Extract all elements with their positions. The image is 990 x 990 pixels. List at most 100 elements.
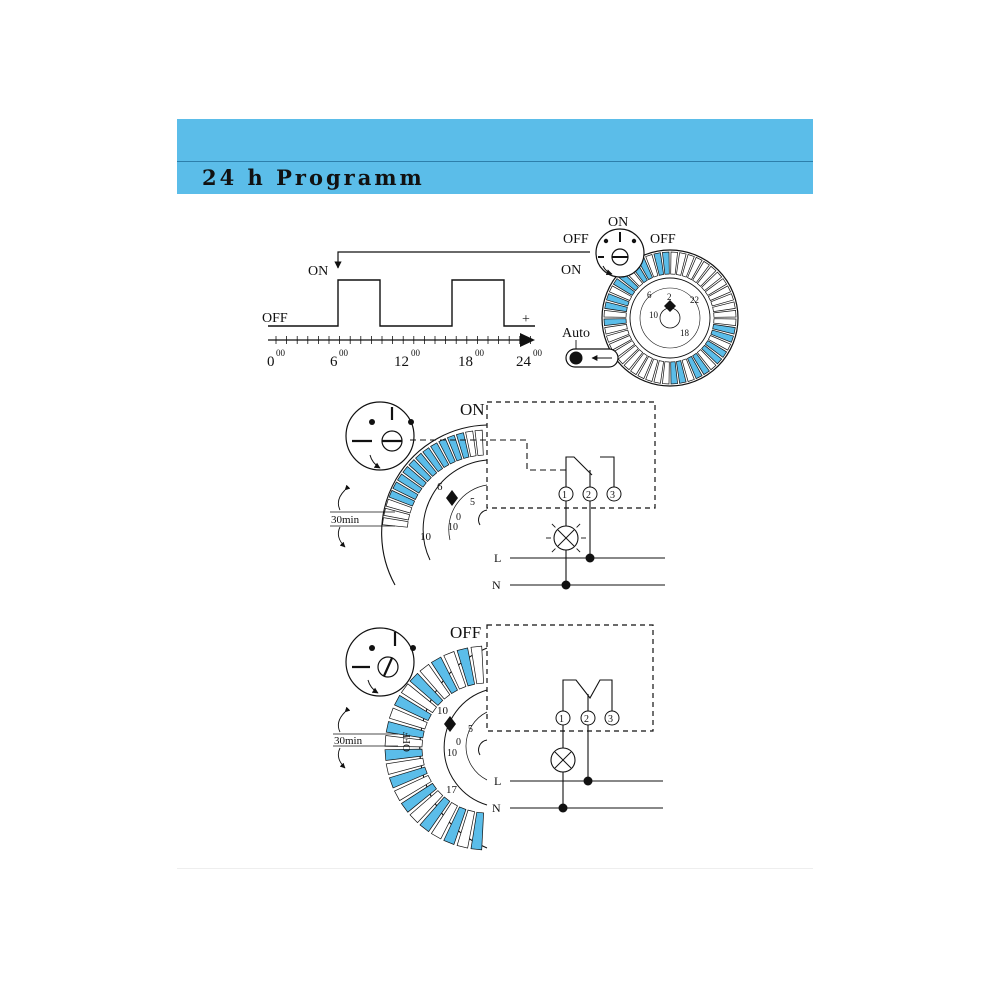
selector-dot <box>408 419 414 425</box>
dial-segment <box>676 252 687 276</box>
dial-arc-inner <box>443 689 488 806</box>
dial-segment <box>383 507 411 521</box>
dial-number: 6 <box>647 290 652 300</box>
mode-label-on: ON <box>460 400 485 419</box>
scale-number: 10 <box>420 531 432 543</box>
tick-hour: 24 <box>516 354 532 370</box>
interval-arrow-upper <box>337 706 351 733</box>
dial-on-top: ON <box>608 215 628 230</box>
dial-segment <box>701 344 723 365</box>
hub-arc <box>478 739 488 756</box>
auto-switch-knob[interactable] <box>569 351 583 365</box>
tick-minutes: 00 <box>339 348 349 358</box>
interval-arrow-upper <box>337 484 351 511</box>
dial-segment <box>394 694 432 722</box>
dial-number: 2 <box>667 292 672 302</box>
dial-segment <box>670 251 678 275</box>
line-label: L <box>494 774 501 788</box>
dial-segment <box>707 285 732 301</box>
selector-dot <box>603 238 609 244</box>
dial-segment <box>670 361 678 385</box>
interval-label: 30min <box>334 735 363 747</box>
dial-segment <box>394 774 432 802</box>
tick-hour: 0 <box>267 354 275 370</box>
dial-segment <box>696 265 717 287</box>
lamp-cross <box>554 751 572 769</box>
selector-indicator <box>382 657 394 677</box>
selector-knob[interactable] <box>345 401 415 471</box>
dial-pointer <box>444 716 456 732</box>
interval-arrow-lower <box>337 747 346 769</box>
dial-segment <box>474 429 484 456</box>
terminal-label: 3 <box>608 714 613 725</box>
dial-segment <box>713 318 737 326</box>
selector-arrow <box>602 265 613 276</box>
dial-segment <box>608 285 633 301</box>
lamp-ray <box>576 548 581 553</box>
lamp-ray <box>551 523 556 528</box>
dial-segment <box>419 796 451 833</box>
neutral-label: N <box>492 578 501 592</box>
selector-dot <box>410 645 416 651</box>
interval-arrow-lower <box>337 526 346 548</box>
dial-segment <box>388 489 416 507</box>
dial-segment <box>402 465 427 488</box>
dial-segment <box>385 498 413 514</box>
dial-segment <box>687 355 703 380</box>
scale-number: 17 <box>446 784 458 796</box>
dial-arc-outer <box>381 424 488 586</box>
selector-dot <box>631 238 637 244</box>
dial-segment <box>681 254 695 278</box>
dial-scale-ring <box>639 287 701 349</box>
tick-minutes: 00 <box>475 348 485 358</box>
dial-segment <box>415 452 438 477</box>
tick-minutes: 00 <box>276 348 286 358</box>
dial-segment <box>681 358 695 382</box>
dial-segment <box>696 349 717 371</box>
dial-segment <box>456 647 476 687</box>
dial-number: 22 <box>690 295 699 305</box>
terminal-label: 2 <box>584 714 589 725</box>
dial-segment <box>446 434 463 462</box>
relay-contact <box>600 456 615 487</box>
relay-contact <box>562 679 613 711</box>
dial-segment <box>604 324 628 335</box>
dial-segment <box>712 301 736 312</box>
terminal-label: 1 <box>559 714 564 725</box>
dial-on-left: ON <box>561 263 581 278</box>
dial-segment <box>612 278 636 296</box>
dial-segment <box>430 442 450 468</box>
tick-hour: 12 <box>394 354 409 370</box>
time-axis-arrow <box>520 333 535 347</box>
terminal-label: 1 <box>562 490 567 501</box>
tick-minutes: 00 <box>533 348 543 358</box>
lamp-cross <box>557 529 575 547</box>
scale-number: 5 <box>468 724 473 735</box>
dial-segment <box>704 278 728 296</box>
dial-segment <box>606 329 630 343</box>
dial-segment <box>707 335 732 351</box>
dial-segment <box>713 310 737 318</box>
timeline-feedback-line <box>334 251 590 269</box>
scale-number: 10 <box>437 705 449 717</box>
dial-segment <box>400 683 437 714</box>
dial-segment <box>400 782 437 813</box>
timeline-diagram: ON OFF + 0 00 6 00 12 00 18 00 24 00 <box>262 251 590 370</box>
bottom-rule <box>177 868 813 869</box>
dial-segment <box>630 352 648 376</box>
tick-minutes: 00 <box>411 348 421 358</box>
line-label: L <box>494 551 501 565</box>
dial-inner-ring <box>629 277 711 359</box>
timeline-on-label: ON <box>308 264 328 279</box>
junction <box>558 803 568 813</box>
dial-segment <box>388 766 428 789</box>
tick-label-12: 12 00 <box>394 348 421 370</box>
relay-box <box>486 624 654 732</box>
dial-pointer <box>446 490 458 506</box>
dial-number: 10 <box>649 310 659 320</box>
scale-number: 6 <box>437 481 443 493</box>
dial-segment <box>623 349 644 371</box>
selector-dot <box>369 645 375 651</box>
terminal-label: 2 <box>586 490 591 501</box>
junction <box>561 580 571 590</box>
